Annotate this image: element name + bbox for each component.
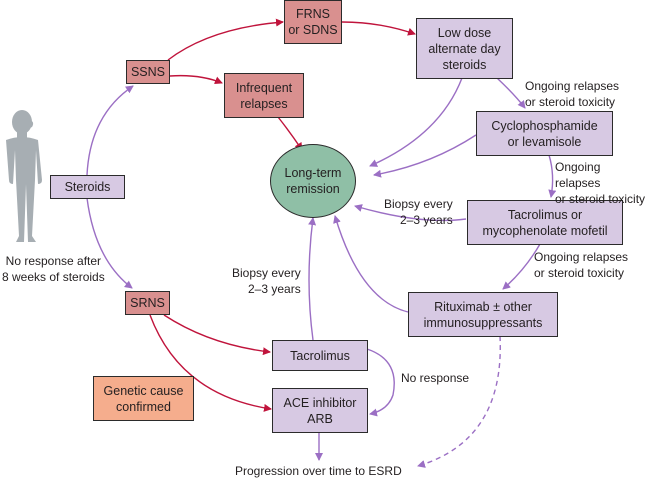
arrow-cyclo-to-remission	[373, 134, 477, 178]
arrow-srns-to-tacrolimus	[163, 314, 271, 356]
label-no-response-8-weeks: No response after 8 weeks of steroids	[2, 254, 105, 284]
arrow-tacromm-to-rituximab	[502, 243, 541, 290]
label-no-response: No response	[401, 371, 470, 385]
node-ssns: SSNS	[126, 60, 170, 84]
node-rituximab: Rituximab ± other immunosuppressants	[408, 292, 558, 337]
arrow-steroids-to-ssns	[86, 85, 134, 176]
node-tacrolimus-mmf: Tacrolimus or mycophenolate mofetil	[467, 200, 623, 245]
child-figure-icon	[6, 110, 42, 242]
arrow-ssns-to-frns	[167, 18, 284, 61]
label-biopsy-1: Biopsy every 2–3 years	[384, 197, 453, 227]
arrow-tacrolimus-to-remission	[308, 217, 317, 341]
node-cyclophosphamide: Cyclophosphamide or levamisole	[476, 111, 613, 156]
arrow-tacrolimus-to-ace-noresponse	[366, 348, 395, 417]
arrow-rituximab-to-remission	[333, 215, 409, 313]
arrow-rituximab-to-progression-dashed	[417, 335, 501, 468]
node-long-term-remission: Long-term remission	[270, 144, 356, 218]
arrow-frns-to-lowdose	[341, 21, 416, 36]
arrow-steroids-to-srns	[86, 197, 133, 289]
arrow-lowdose-to-cyclo	[496, 77, 526, 109]
arrow-ssns-to-infrequent	[169, 74, 223, 85]
node-low-dose-steroids: Low dose alternate day steroids	[416, 18, 513, 79]
arrow-tacromm-to-remission	[354, 204, 467, 222]
node-tacrolimus: Tacrolimus	[272, 340, 368, 371]
label-ongoing-relapses-3: Ongoing relapses or steroid toxicity	[534, 250, 629, 280]
label-ongoing-relapses-1: Ongoing relapses or steroid toxicity	[525, 79, 620, 109]
node-genetic-cause: Genetic cause confirmed	[93, 376, 194, 421]
node-ace-inhibitor-arb: ACE inhibitor ARB	[272, 388, 368, 433]
arrow-srns-to-ace	[149, 314, 272, 412]
node-steroids: Steroids	[50, 175, 125, 199]
node-infrequent-relapses: Infrequent relapses	[224, 73, 304, 118]
label-progression-esrd: Progression over time to ESRD	[235, 464, 402, 478]
arrow-cyclo-to-tacromm	[548, 154, 557, 198]
node-srns: SRNS	[125, 291, 170, 315]
label-ongoing-relapses-2: Ongoing relapses or steroid toxicity	[555, 160, 646, 206]
node-frns-sdns: FRNS or SDNS	[284, 0, 342, 44]
label-biopsy-2: Biopsy every 2–3 years	[232, 266, 301, 296]
arrow-lowdose-to-remission	[369, 77, 463, 167]
